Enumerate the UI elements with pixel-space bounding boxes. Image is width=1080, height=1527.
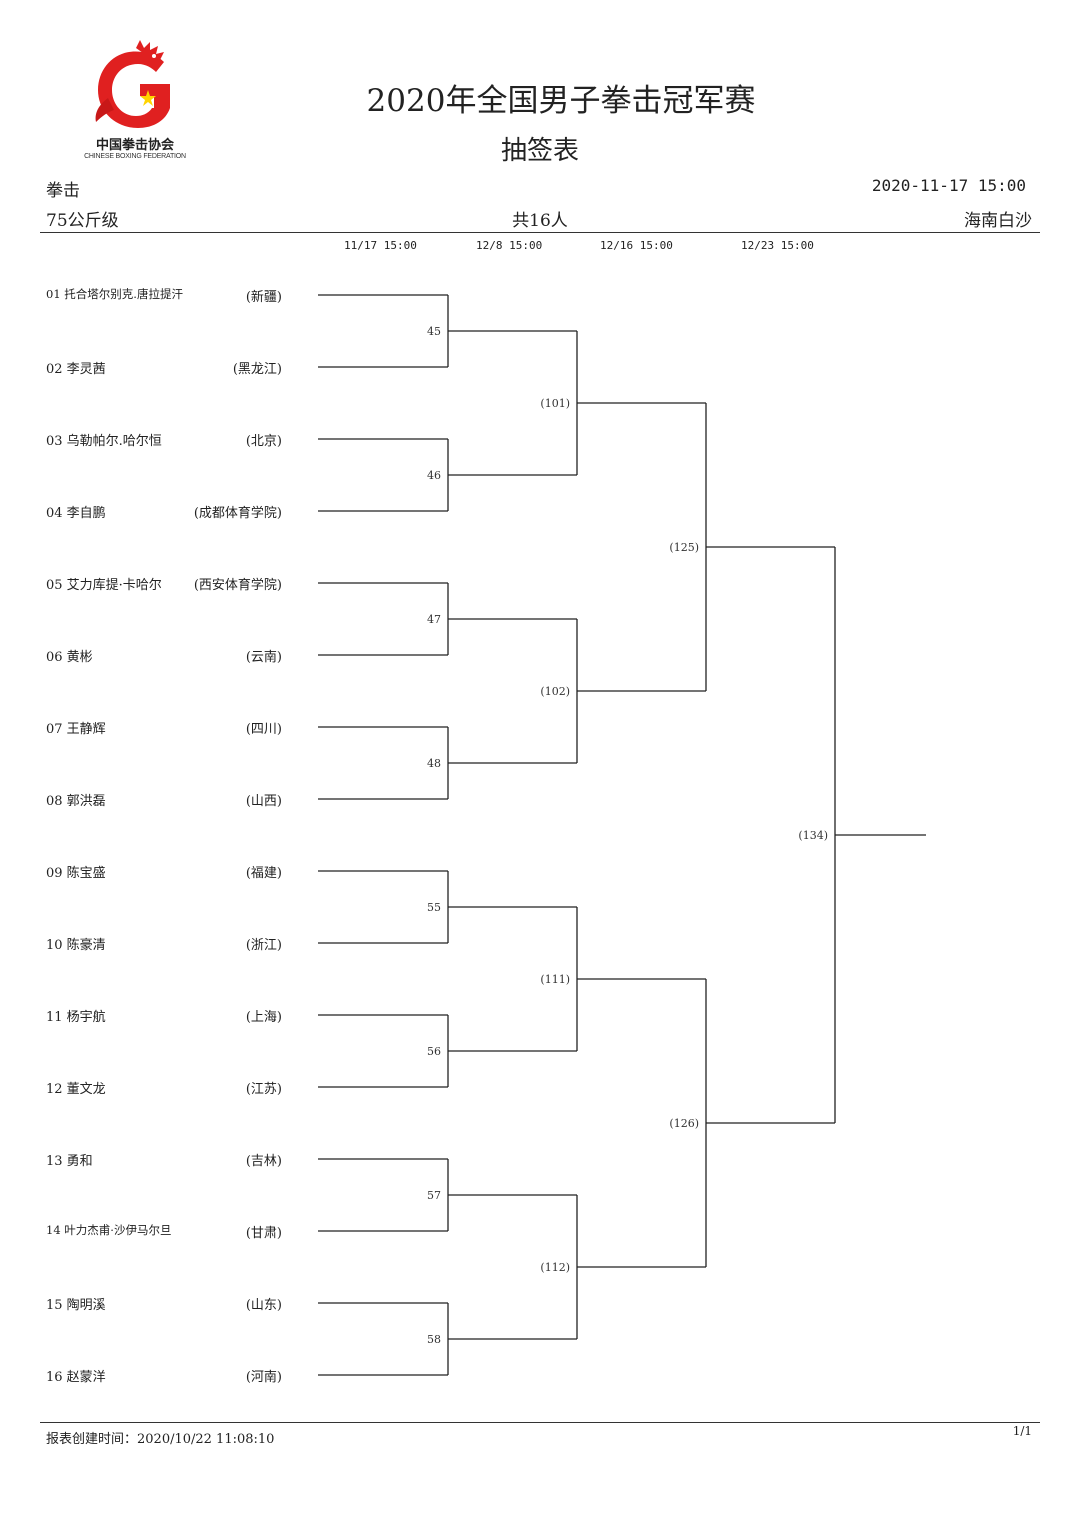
- logo-chinese-text: 中国拳击协会: [95, 138, 174, 153]
- match-number: (111): [540, 973, 570, 986]
- entrant-name: 15 陶明溪: [46, 1298, 106, 1313]
- round-3-date: 12/16 15:00: [600, 239, 673, 252]
- dragon-logo-icon: [95, 40, 170, 128]
- entrant-name: 13 勇和: [46, 1154, 93, 1169]
- logo-english-text: CHINESE BOXING FEDERATION: [84, 153, 186, 160]
- entrant-team: (甘肃): [245, 1226, 282, 1241]
- match-number: (101): [540, 397, 570, 410]
- entrant-name: 12 董文龙: [46, 1082, 106, 1097]
- entrant-name: 11 杨宇航: [46, 1010, 106, 1025]
- entrant-name: 06 黄彬: [46, 650, 93, 665]
- match-number: 48: [427, 757, 441, 770]
- weight-class: 75公斤级: [46, 211, 119, 231]
- venue: 海南白沙: [964, 211, 1032, 231]
- entrant-name: 16 赵蒙洋: [46, 1370, 106, 1385]
- round-2-date: 12/8 15:00: [476, 239, 543, 252]
- entrant-name: 07 王静辉: [46, 722, 106, 737]
- match-number: 47: [427, 613, 441, 626]
- match-number: 56: [427, 1045, 441, 1058]
- entrant-team: (江苏): [245, 1082, 282, 1097]
- entrant-team: (黑龙江): [232, 362, 282, 377]
- entrant-team: (吉林): [245, 1154, 282, 1169]
- entrant-team: (西安体育学院): [193, 578, 282, 593]
- round-1-date: 11/17 15:00: [344, 239, 417, 252]
- entrant-name: 02 李灵茜: [46, 362, 106, 377]
- round-4-date: 12/23 15:00: [741, 239, 814, 252]
- entrant-team: (山西): [245, 794, 282, 809]
- entrant-team: (浙江): [245, 938, 282, 953]
- match-number: (126): [669, 1117, 699, 1130]
- federation-logo: 中国拳击协会 CHINESE BOXING FEDERATION: [80, 38, 190, 168]
- entrant-name: 04 李自鹏: [46, 506, 106, 521]
- entrant-team: (福建): [245, 866, 282, 881]
- entrant-team: (河南): [245, 1370, 282, 1385]
- entrant-team: (新疆): [245, 290, 282, 305]
- entrant-name: 10 陈豪清: [46, 938, 106, 953]
- entrant-team: (山东): [245, 1298, 282, 1313]
- header-divider: [40, 232, 1040, 233]
- entrant-name: 03 乌勒帕尔.哈尔恒: [46, 434, 162, 449]
- match-number: 46: [427, 469, 441, 482]
- entrant-count: 共16人: [512, 211, 568, 231]
- entrant-name: 08 郭洪磊: [46, 794, 106, 809]
- entrant-team: (云南): [245, 650, 282, 665]
- match-number: (134): [798, 829, 828, 842]
- match-number: (125): [669, 541, 699, 554]
- event-datetime: 2020-11-17 15:00: [871, 176, 1026, 195]
- report-created-time: 报表创建时间：2020/10/22 11:08:10: [46, 1432, 275, 1447]
- sport-label: 拳击: [46, 181, 80, 201]
- entrant-team: (北京): [245, 434, 282, 449]
- entrant-team: (成都体育学院): [193, 506, 282, 521]
- match-number: 45: [427, 325, 441, 338]
- match-number: (112): [540, 1261, 570, 1274]
- entrant-name: 14 叶力杰甫·沙伊马尔旦: [46, 1223, 172, 1237]
- page-title: 2020年全国男子拳击冠军赛: [366, 83, 756, 119]
- entrant-name: 09 陈宝盛: [46, 866, 106, 881]
- entrant-team: (上海): [245, 1010, 282, 1025]
- match-number: 58: [427, 1333, 441, 1346]
- page-subtitle: 抽签表: [500, 136, 579, 166]
- match-number: (102): [540, 685, 570, 698]
- entrant-team: (四川): [245, 722, 282, 737]
- entrant-name: 05 艾力库提·卡哈尔: [46, 578, 162, 593]
- match-number: 55: [427, 901, 441, 914]
- page-number: 1/1: [1012, 1424, 1032, 1438]
- footer-divider: [40, 1422, 1040, 1423]
- entrant-name: 01 托合塔尔别克.唐拉提汗: [46, 287, 183, 301]
- match-number: 57: [427, 1189, 441, 1202]
